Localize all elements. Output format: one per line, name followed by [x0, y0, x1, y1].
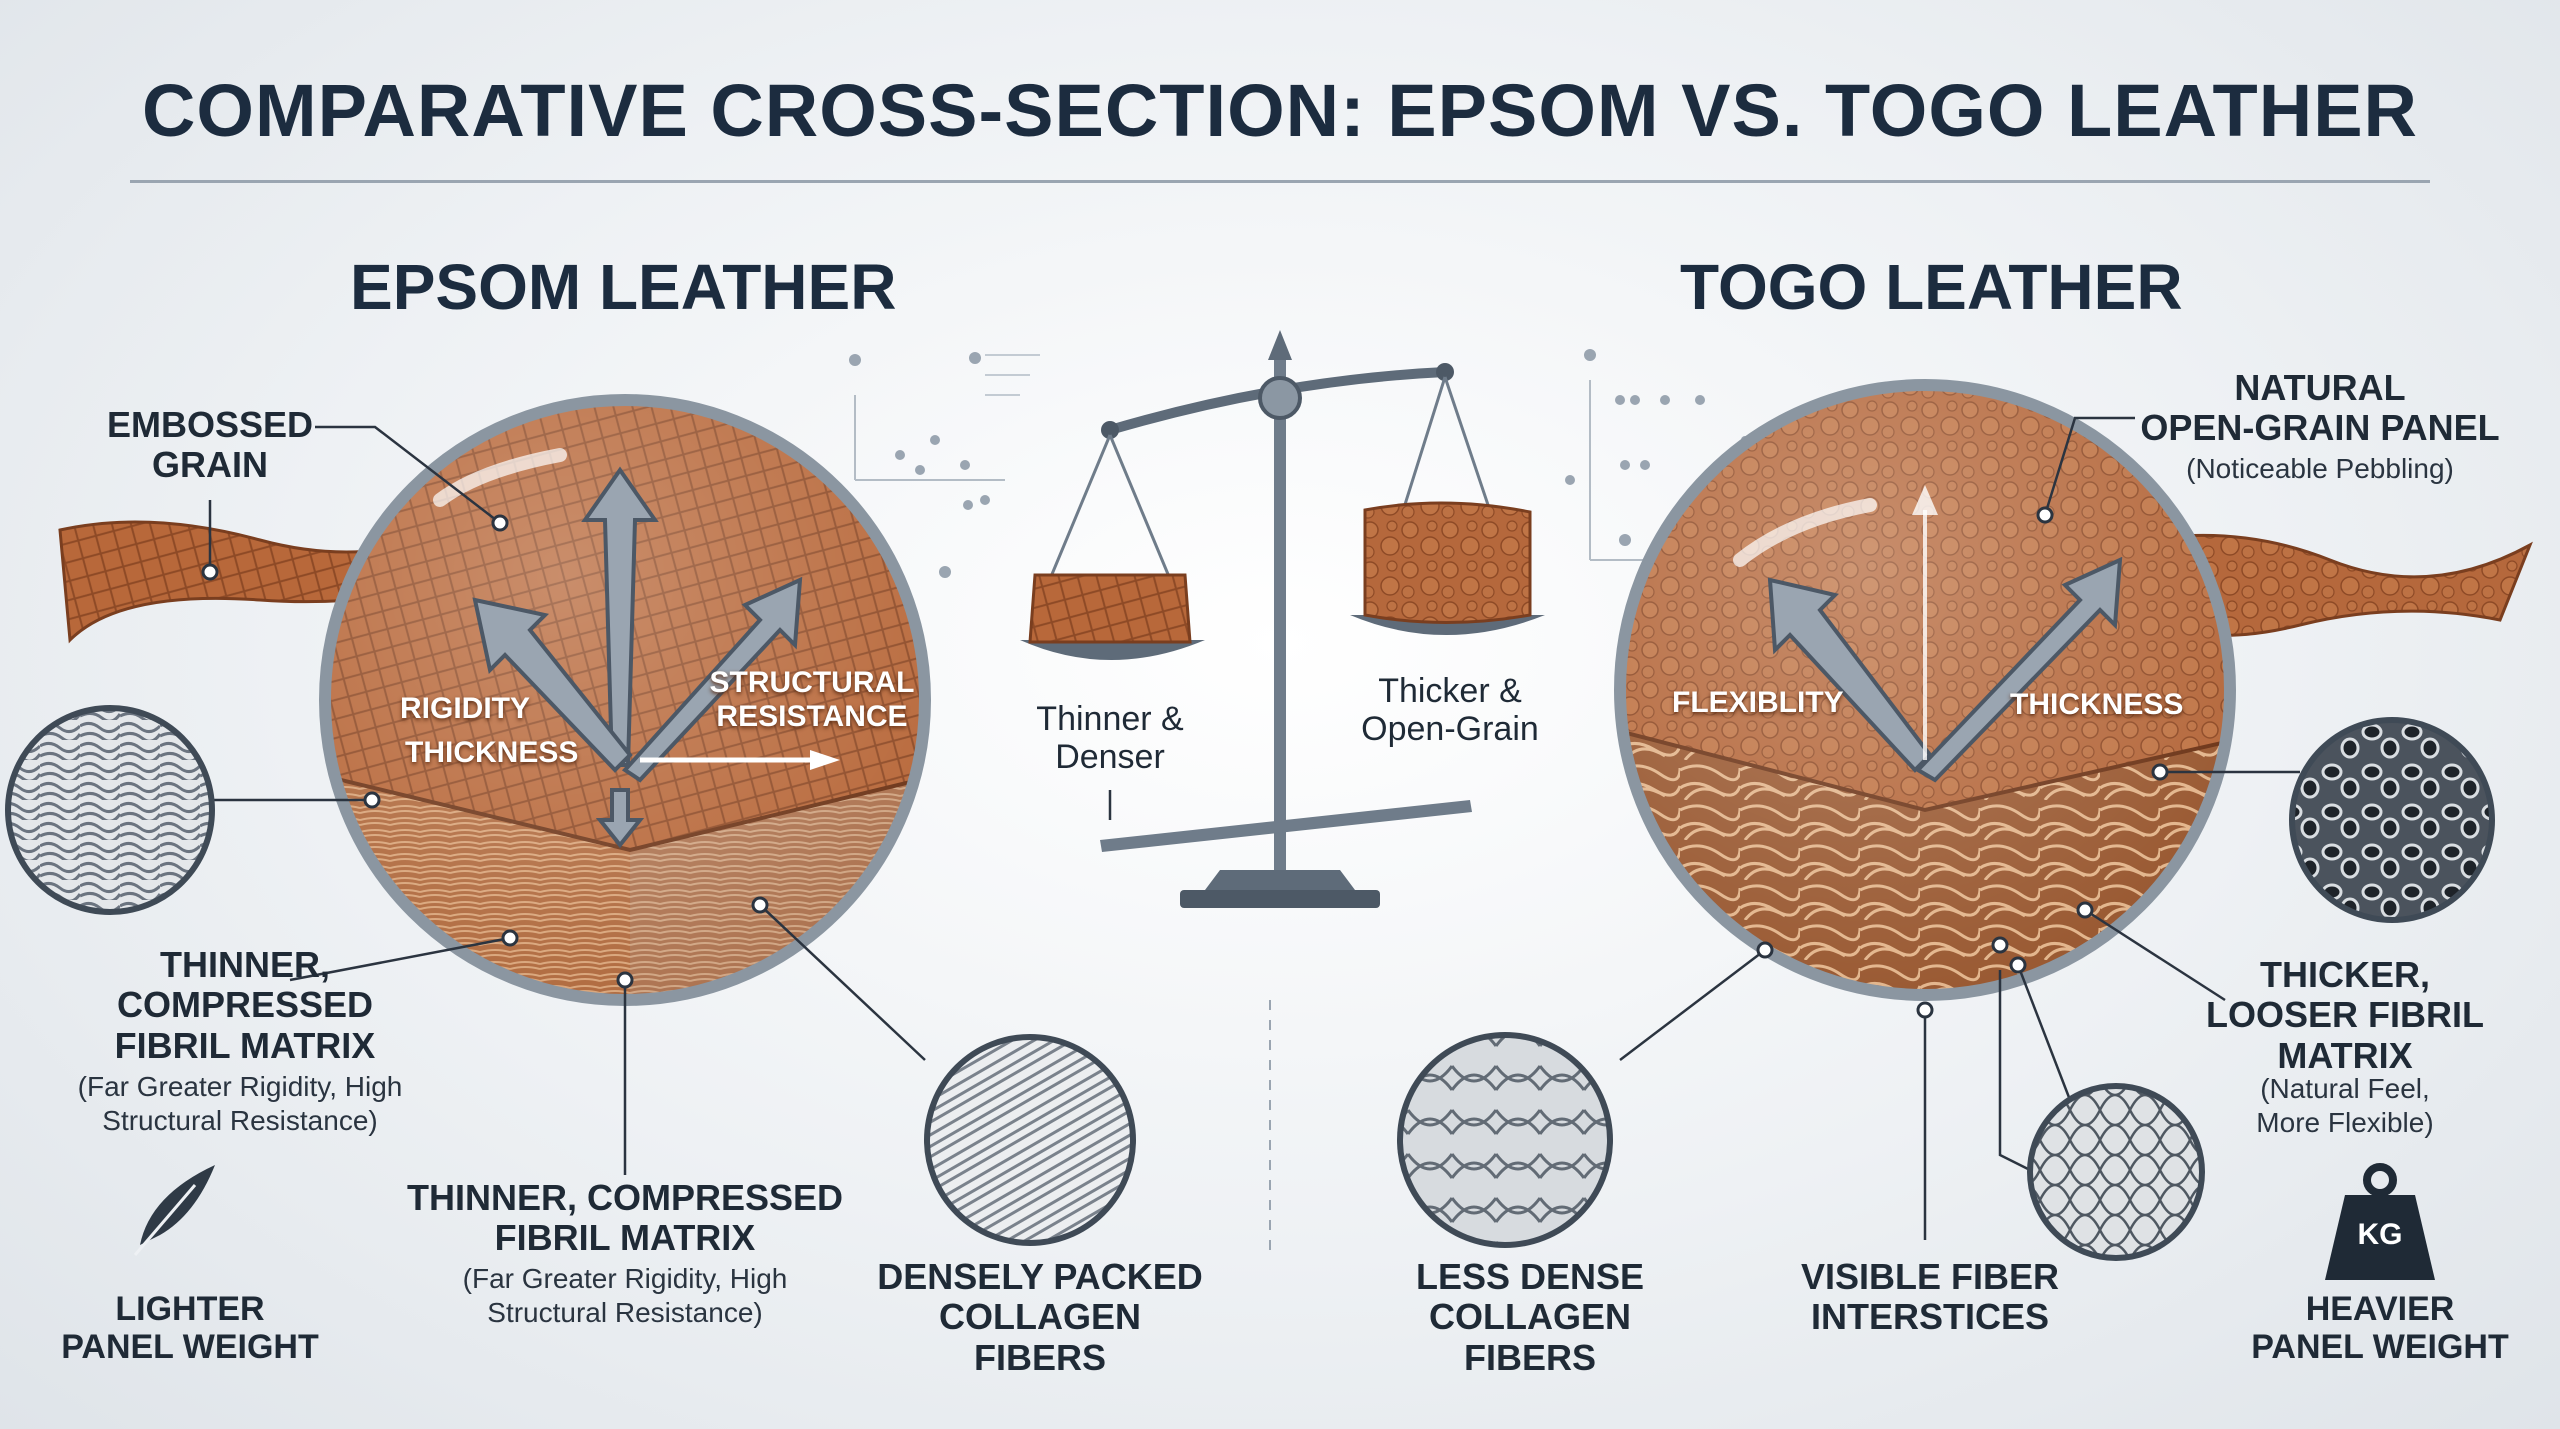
- epsom-heading: EPSOM LEATHER: [350, 250, 896, 324]
- togo-heading: TOGO LEATHER: [1680, 250, 2183, 324]
- feather-icon: [135, 1165, 215, 1255]
- togo-flexibility-label: FLEXIBLITY: [1672, 686, 1844, 720]
- scale-left-label: Thinner &Denser: [1000, 700, 1220, 776]
- epsom-rigidity-label: RIGIDITY: [400, 692, 530, 726]
- togo-matrix-sublabel: (Natural Feel,More Flexible): [2195, 1072, 2495, 1139]
- epsom-thickness-label: THICKNESS: [405, 736, 578, 770]
- togo-panel-sublabel: (Noticeable Pebbling): [2110, 452, 2530, 486]
- scale-right-label: Thicker &Open-Grain: [1335, 672, 1565, 748]
- weight-badge-text: KG: [2350, 1218, 2410, 1252]
- togo-thickness-label: THICKNESS: [2010, 688, 2183, 722]
